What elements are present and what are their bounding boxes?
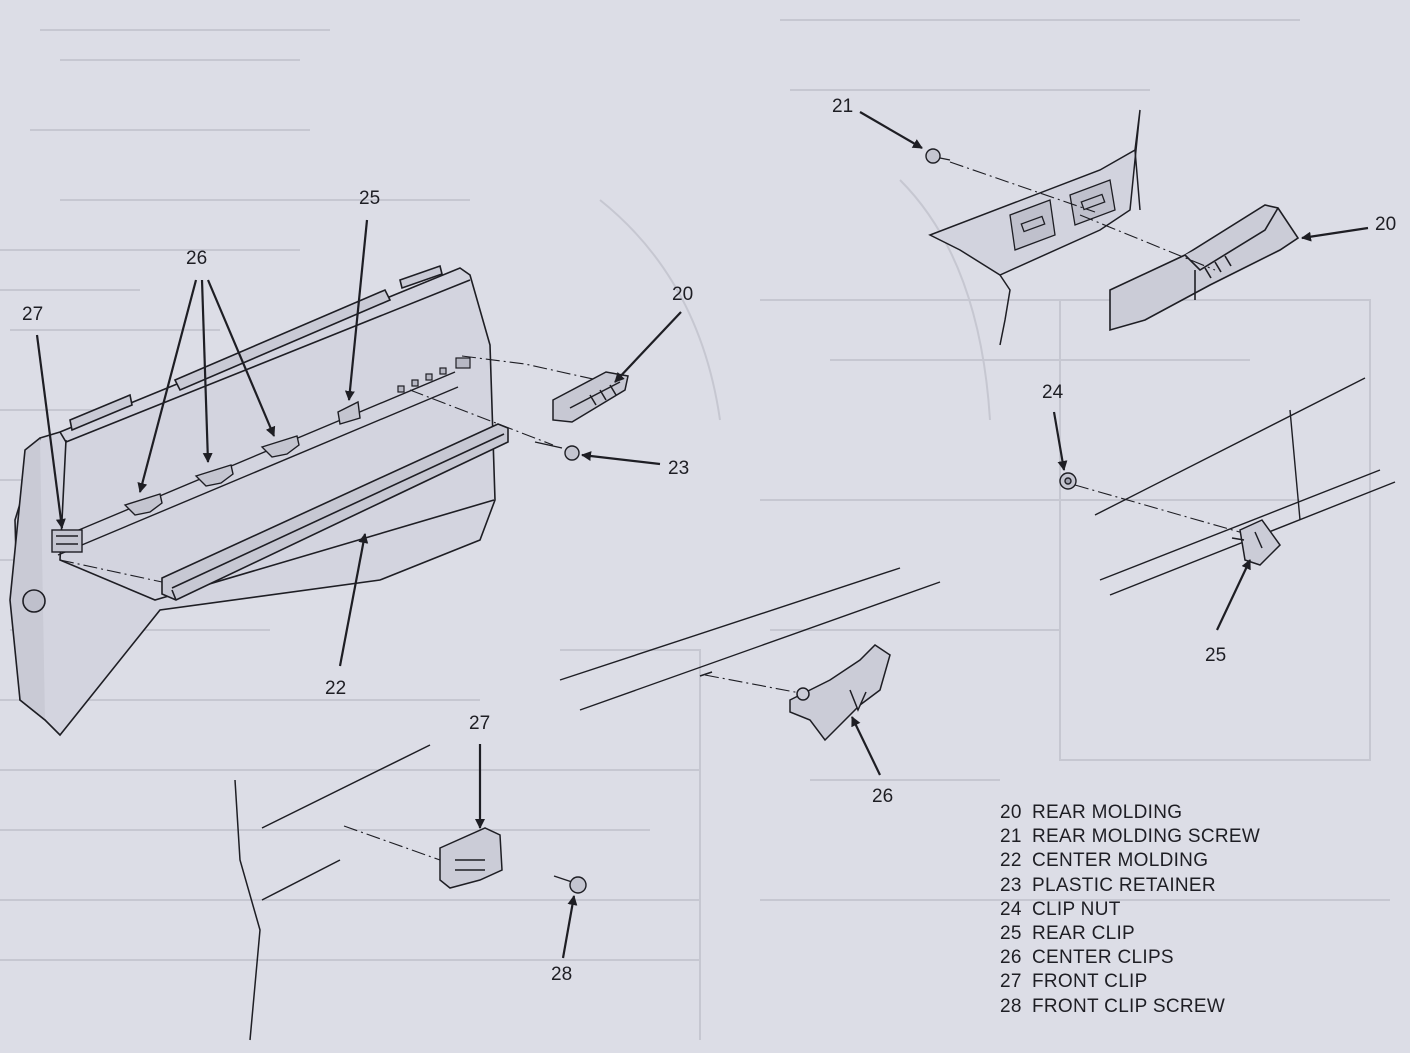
callout-26-top: 26	[186, 248, 207, 269]
legend-number: 27	[1000, 971, 1022, 993]
legend-label: REAR CLIP	[1032, 923, 1136, 945]
arrow-28	[561, 895, 578, 959]
rear-clip-loose	[1231, 519, 1281, 566]
front-door-clip-strip	[54, 371, 459, 556]
callout-24: 24	[1042, 382, 1064, 403]
callout-27-top: 27	[22, 304, 43, 325]
legend-label: FRONT CLIP SCREW	[1032, 995, 1226, 1017]
front-door-panel	[9, 264, 496, 737]
arrow-26-c	[206, 279, 276, 437]
arrow-22	[338, 533, 369, 667]
alignment-lines-left	[59, 355, 621, 583]
arrow-26-bottom	[851, 716, 881, 776]
center-molding	[161, 423, 509, 601]
callout-22: 22	[325, 678, 346, 699]
arrow-23	[581, 451, 661, 466]
callout-26-bottom: 26	[872, 786, 893, 807]
arrow-25-right	[1216, 559, 1251, 631]
legend-item: 22 CENTER MOLDING	[1000, 849, 1400, 873]
legend-item: 25 REAR CLIP	[1000, 922, 1400, 946]
callout-23: 23	[668, 458, 689, 479]
front-fender-edge	[234, 744, 431, 1041]
front-clip-loose	[343, 825, 503, 889]
legend-number: 23	[1000, 874, 1022, 896]
center-clips-on-door	[123, 435, 300, 516]
alignment-lines-right	[704, 161, 1251, 694]
center-clip-loose	[699, 644, 891, 742]
plastic-retainer	[534, 441, 580, 461]
legend-item: 24 CLIP NUT	[1000, 898, 1400, 922]
arrow-20-left	[614, 311, 682, 383]
legend-number: 26	[1000, 947, 1022, 969]
legend-label: CLIP NUT	[1032, 898, 1121, 920]
front-clip-screw	[553, 875, 587, 894]
callout-27-bottom: 27	[469, 713, 490, 734]
arrow-21	[859, 111, 923, 149]
legend-label: PLASTIC RETAINER	[1032, 874, 1216, 896]
legend-number: 20	[1000, 802, 1022, 823]
legend-number: 21	[1000, 826, 1022, 848]
quarter-panel-lines	[559, 377, 1396, 711]
arrow-24	[1052, 411, 1068, 471]
arrow-27-top	[35, 334, 66, 529]
legend-item: 20 REAR MOLDING	[1000, 801, 1400, 825]
rear-clip-on-door	[337, 400, 361, 425]
callout-28: 28	[551, 964, 572, 985]
legend-label: FRONT CLIP	[1032, 971, 1148, 993]
arrow-26-b	[200, 279, 213, 463]
arrow-26-a	[137, 279, 198, 493]
legend-label: CENTER CLIPS	[1032, 947, 1174, 969]
rear-bracket-slots	[1009, 179, 1116, 251]
legend-item: 23 PLASTIC RETAINER	[1000, 874, 1400, 898]
callout-25-right: 25	[1205, 645, 1226, 666]
legend-number: 22	[1000, 850, 1022, 872]
legend-number: 28	[1000, 995, 1022, 1017]
callout-numbers: 27 26 25 20 23 22 21 20 24 25 26 27 28	[22, 96, 1396, 985]
legend-label: REAR MOLDING	[1032, 802, 1183, 823]
clip-nut	[1059, 472, 1077, 490]
callout-20-right: 20	[1375, 214, 1396, 235]
rear-molding-right	[1109, 204, 1300, 332]
arrow-25-top	[344, 219, 369, 401]
rear-molding-screw	[925, 148, 951, 164]
legend-item: 27 FRONT CLIP	[1000, 970, 1400, 994]
legend-number: 25	[1000, 923, 1022, 945]
legend-label: REAR MOLDING SCREW	[1032, 826, 1261, 848]
callout-20-left: 20	[672, 284, 693, 305]
rear-body-panel	[928, 109, 1141, 346]
callout-25-top: 25	[359, 188, 380, 209]
door-mounting-holes	[397, 357, 471, 393]
callout-21: 21	[832, 96, 853, 117]
legend-label: CENTER MOLDING	[1032, 850, 1209, 872]
legend-item: 26 CENTER CLIPS	[1000, 946, 1400, 970]
rear-molding-left	[552, 371, 629, 423]
arrow-20-right	[1301, 226, 1369, 242]
leader-arrows	[35, 111, 1369, 959]
legend-item: 21 REAR MOLDING SCREW	[1000, 825, 1400, 849]
front-clip-on-door	[51, 529, 83, 553]
legend-number: 24	[1000, 898, 1022, 920]
legend-item: 28 FRONT CLIP SCREW	[1000, 995, 1400, 1019]
